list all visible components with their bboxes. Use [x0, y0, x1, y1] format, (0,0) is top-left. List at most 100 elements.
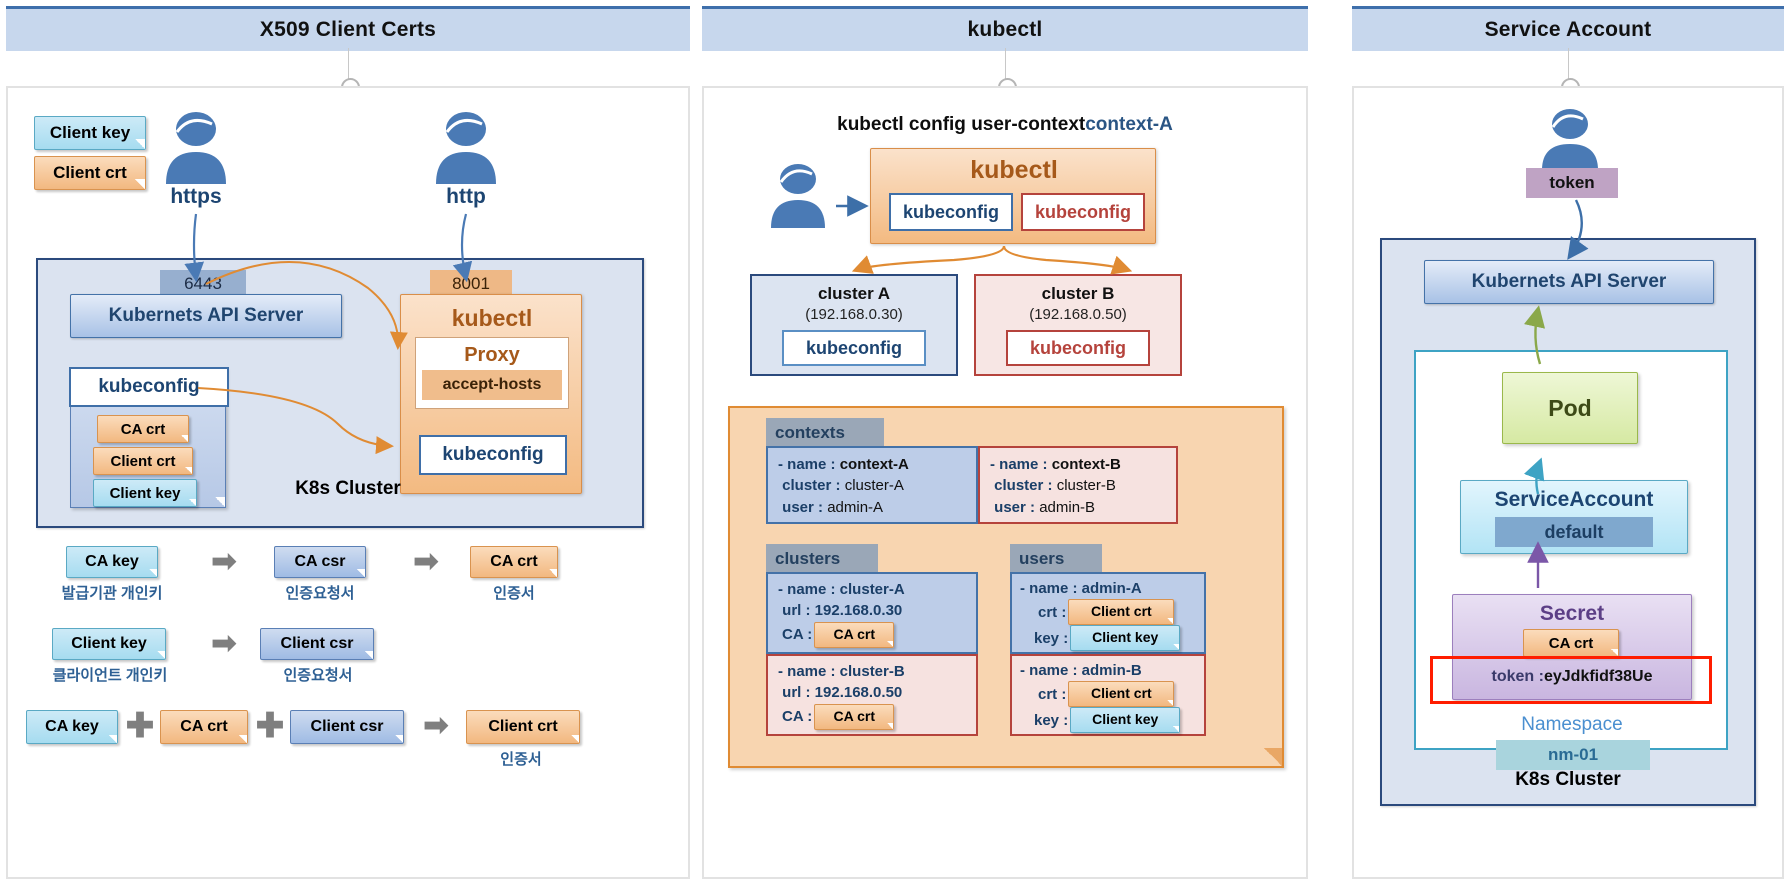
fold-corner: [571, 735, 579, 743]
kubeconfig-card-title-text: kubeconfig: [98, 376, 200, 397]
cluster-a-ip-text: (192.168.0.30): [805, 305, 903, 323]
cert-plus-1: ✚: [120, 708, 160, 744]
kubectl-box-title-text: kubectl: [451, 304, 533, 331]
person-icon-svg: [771, 164, 825, 228]
namespace-name: nm-01: [1496, 740, 1650, 770]
secret-ca-crt-tag-label: CA crt: [1548, 634, 1594, 652]
panel-kubectl-title: kubectl: [967, 18, 1043, 41]
panel-sa-title: Service Account: [1484, 18, 1652, 41]
cert-client-key-1-label: Client key: [71, 635, 147, 652]
clusters-tab-label: clusters: [775, 549, 841, 568]
contexts-entry-b-cluster: cluster : cluster-B: [990, 477, 1116, 495]
cert-ca-crt-2-label: CA crt: [180, 718, 228, 735]
users-entry-b-crt: crt : Client crt: [1020, 681, 1206, 708]
user-http-label: http: [418, 184, 514, 210]
panel-kubectl-connector: [1005, 48, 1006, 81]
kubeconfig-item-client-crt-label: Client crt: [110, 452, 176, 470]
panel-kubectl-body: kubectl config user-context context-A ku…: [702, 86, 1308, 879]
kubeconfig-item-ca-crt-label: CA crt: [120, 420, 166, 438]
fold-corner: [189, 499, 196, 506]
kubectl-main-title-text: kubectl: [970, 155, 1058, 184]
cert-ca-crt-1-label: CA crt: [490, 553, 538, 570]
users-entry-b: - name : admin-B crt : Client crt key : …: [1010, 654, 1206, 736]
users-entry-b-name-text: - name : admin-B: [1020, 662, 1142, 679]
kubectl-main-title: kubectl: [871, 151, 1157, 189]
person-icon-svg: [166, 112, 226, 184]
sa-api-server-label: Kubernets API Server: [1471, 271, 1667, 292]
contexts-entry-b-lines: - name : context-B cluster : cluster-B u…: [990, 454, 1176, 518]
pod-box: Pod: [1502, 372, 1638, 444]
service-account-title: ServiceAccount: [1461, 485, 1687, 515]
kubectl-box: kubectl Proxy accept-hosts kubeconfig: [400, 294, 582, 494]
users-entry-a-key: key : Client key: [1020, 625, 1206, 652]
kubeconfig-item-client-key: Client key: [93, 479, 197, 507]
cert-plus-2: ✚: [250, 708, 290, 744]
cert-ca-key-1-caption-text: 발급기관 개인키: [61, 585, 163, 602]
kubeconfig-item-client-crt: Client crt: [93, 447, 193, 475]
contexts-tab-label: contexts: [775, 423, 845, 442]
secret-token-value: eyJdkfidf38Ue: [1543, 668, 1653, 685]
contexts-entry-a-lines: - name : context-A cluster : cluster-A u…: [778, 454, 974, 518]
cluster-a-name: cluster A: [817, 284, 891, 304]
users-entry-a-crt-label: crt :: [1038, 603, 1067, 621]
users-entry-b-key-label: key :: [1034, 711, 1069, 729]
panel-x509: X509 Client Certs Client key Client crt …: [6, 0, 690, 885]
cert-arrow-1: ➡: [194, 542, 254, 582]
namespace-name-text: nm-01: [1547, 745, 1599, 764]
clusters-entry-b: - name : cluster-B url : 192.168.0.50 CA…: [766, 654, 978, 736]
proxy-accept-hosts: accept-hosts: [422, 370, 562, 400]
fold-corner: [181, 435, 188, 442]
cert-ca-csr: CA csr: [274, 546, 366, 578]
service-account-box: ServiceAccount default: [1460, 480, 1688, 554]
fold-corner: [215, 497, 225, 507]
users-entry-a-name-text: - name : admin-A: [1020, 580, 1142, 597]
clusters-entry-a-url: url : 192.168.0.30: [778, 600, 978, 621]
cluster-b-kubeconfig-label: kubeconfig: [1029, 337, 1126, 358]
cert-client-key-1: Client key: [52, 628, 166, 660]
cluster-b-ip: (192.168.0.50): [976, 304, 1180, 324]
kubectl-box-title: kubectl: [401, 301, 583, 335]
cert-ca-crt-1-caption: 인증서: [454, 582, 574, 603]
kubectl-main-box: kubectl kubeconfig kubeconfig: [870, 148, 1156, 244]
cert-plus-2-glyph: ✚: [255, 707, 285, 745]
proxy-box: Proxy accept-hosts: [415, 337, 569, 409]
service-account-name: default: [1495, 517, 1653, 547]
fold-corner: [239, 735, 247, 743]
cert-ca-crt-1: CA crt: [470, 546, 558, 578]
users-entry-b-name: - name : admin-B: [1020, 660, 1206, 681]
kubeconfig-yaml-panel: contexts - name : context-A cluster : cl…: [728, 406, 1284, 768]
panel-x509-title: X509 Client Certs: [259, 18, 437, 41]
kubeconfig-b-label: kubeconfig: [1034, 201, 1131, 222]
kubectl-command-prefix: kubectl config user-context: [837, 114, 1086, 135]
secret-ca-crt-tag: CA crt: [1523, 629, 1619, 657]
k8s-cluster-box: 6443 Kubernets API Server 8001 kubectl P…: [36, 258, 644, 528]
sa-api-server-box: Kubernets API Server: [1424, 260, 1714, 304]
sa-k8s-cluster-label-text: K8s Cluster: [1515, 769, 1621, 790]
floating-tag-client-key: Client key: [34, 116, 146, 150]
sa-k8s-cluster-box: Kubernets API Server Pod ServiceAccount …: [1380, 238, 1756, 806]
panel-x509-header: X509 Client Certs: [6, 6, 690, 51]
user-http-text: http: [446, 185, 486, 208]
fold-corner: [109, 735, 117, 743]
clusters-entry-b-ca-label: CA :: [782, 707, 813, 725]
clusters-entry-a-name: - name : cluster-A: [778, 579, 978, 600]
fold-corner: [887, 640, 894, 647]
fold-corner: [1611, 649, 1618, 656]
sa-k8s-cluster-label: K8s Cluster: [1382, 766, 1754, 794]
fold-corner: [357, 569, 365, 577]
proxy-title-text: Proxy: [464, 343, 520, 366]
clusters-entry-b-url: url : 192.168.0.50: [778, 682, 978, 703]
namespace-box: Pod ServiceAccount default Secret CA: [1414, 350, 1728, 770]
cert-client-csr-1-label: Client csr: [280, 635, 354, 652]
users-entry-b-key-tag-label: Client key: [1092, 711, 1159, 728]
cert-ca-crt-1-caption-text: 인증서: [493, 585, 535, 602]
person-icon-svg: [1542, 109, 1598, 170]
clusters-entry-a-lines: - name : cluster-A url : 192.168.0.30 CA…: [778, 579, 978, 648]
secret-token-highlight: [1430, 656, 1712, 704]
users-entry-b-crt-tag-label: Client crt: [1091, 685, 1152, 702]
users-tab: users: [1010, 544, 1102, 574]
cert-client-key-1-caption-text: 클라이언트 개인키: [52, 667, 168, 684]
panel-kubectl: kubectl kubectl config user-context cont…: [702, 0, 1308, 885]
kubeconfig-a-label: kubeconfig: [902, 201, 999, 222]
clusters-entry-b-ca-tag: CA crt: [814, 703, 895, 730]
